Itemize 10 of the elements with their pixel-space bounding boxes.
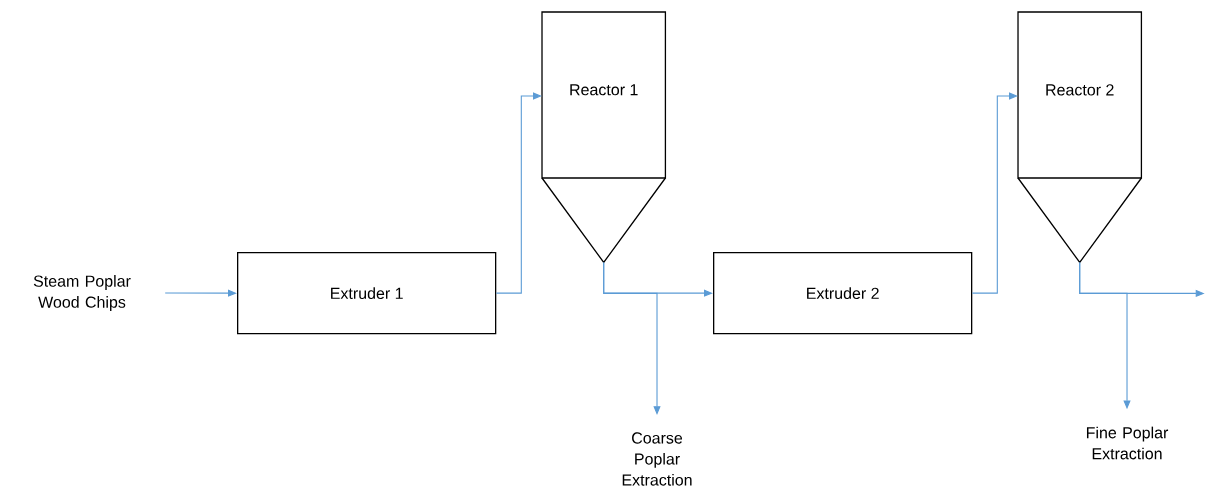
extruder-box: Extruder 2: [713, 252, 973, 335]
reactor-vessel: Reactor 2: [1017, 11, 1143, 264]
arrow: [495, 92, 542, 294]
stream-label: Steam Poplar Wood Chips: [33, 275, 131, 311]
reactor-vessel: Reactor 1: [541, 11, 667, 264]
arrow: [164, 289, 237, 297]
arrow: [971, 92, 1018, 294]
extruder-box: Extruder 1: [237, 252, 497, 335]
stream-label: Coarse Poplar Extraction: [622, 432, 692, 486]
stream-label: Fine Poplar Extraction: [1087, 426, 1169, 460]
